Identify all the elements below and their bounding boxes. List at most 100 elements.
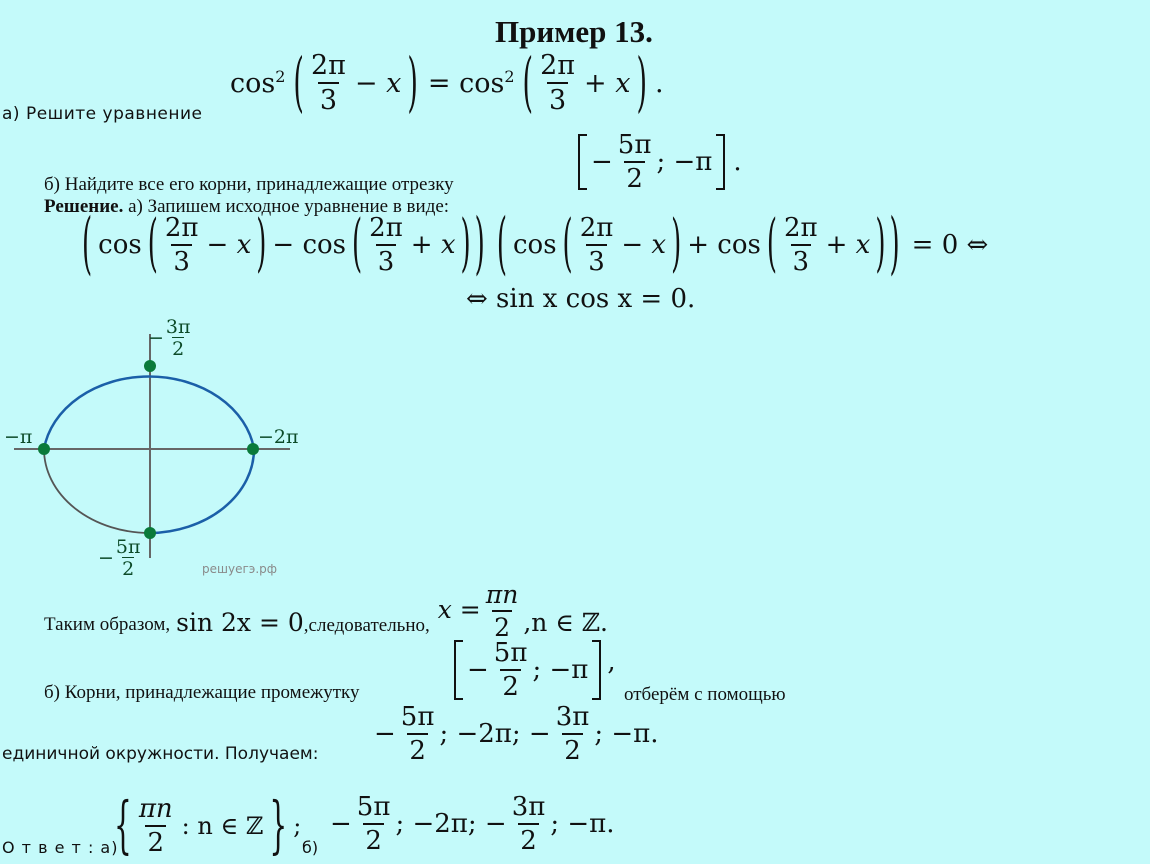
- numerator: 3π: [165, 316, 191, 338]
- denominator: 2: [172, 337, 185, 360]
- numerator: 2π: [369, 213, 403, 243]
- denominator: 3: [586, 244, 607, 275]
- numerator: πn: [138, 794, 173, 824]
- numerator: 2π: [540, 50, 576, 81]
- cos-fn: cos: [230, 67, 276, 99]
- denominator: 2: [407, 733, 428, 764]
- minus-x: − x: [206, 230, 252, 260]
- numerator: 5π: [617, 130, 652, 160]
- plus-x: + x: [410, 230, 456, 260]
- denominator: 2: [492, 610, 512, 640]
- comma: ,: [607, 647, 616, 677]
- paren-close-2: ): [636, 45, 647, 121]
- minus-sign: −: [330, 809, 352, 839]
- conclusion-text: Таким образом,: [44, 614, 171, 635]
- paren-open: (: [352, 209, 363, 281]
- paren-close: ): [671, 209, 682, 281]
- plus-x: + x: [825, 230, 871, 260]
- point-top: [144, 360, 156, 372]
- sin2x-equation: sin 2x = 0: [176, 607, 304, 637]
- numerator: πn: [485, 580, 519, 609]
- minus-sign: −: [148, 327, 164, 349]
- point-left: [38, 443, 50, 455]
- paren-outer-open: (: [82, 206, 93, 284]
- denominator: 2: [363, 823, 384, 854]
- bracket-right: [592, 640, 602, 700]
- circle-svg: [14, 334, 290, 558]
- denominator: 3: [546, 82, 569, 114]
- solution-heading: Решение. а) Запишем исходное уравнение в…: [44, 196, 449, 218]
- denominator: 2: [500, 669, 521, 700]
- numerator: 5π: [400, 702, 435, 732]
- paren-close: ): [256, 209, 267, 281]
- cos-fn: cos: [512, 230, 557, 260]
- denominator: 3: [790, 244, 812, 275]
- numerator: 5π: [493, 638, 528, 668]
- power-2b: 2: [504, 66, 515, 86]
- answer-label: О т в е т : а): [2, 838, 119, 857]
- numerator: 2π: [579, 213, 614, 243]
- minus-sign: −: [591, 147, 613, 177]
- bracket-left: [578, 134, 587, 190]
- period: .: [655, 67, 664, 99]
- minus-x: − x: [621, 230, 667, 260]
- paren-open: (: [562, 209, 573, 281]
- eq-cos: = cos: [427, 67, 505, 99]
- plus-x: + x: [584, 67, 631, 99]
- solution-bold: Решение.: [44, 196, 124, 217]
- denominator: 3: [375, 244, 397, 275]
- roots-end: ; −π.: [594, 719, 659, 749]
- watermark: решуегэ.рф: [202, 562, 278, 576]
- minus-x: − x: [354, 67, 402, 99]
- roots-text-continued: отберём с помощью: [624, 684, 786, 705]
- paren-outer-close-2: ): [889, 206, 900, 284]
- answer-b-label: б): [302, 838, 319, 857]
- roots-text-line2: единичной окружности. Получаем:: [2, 744, 319, 764]
- paren-close: ): [407, 45, 418, 121]
- point-bottom: [144, 527, 156, 539]
- sin-cos-equation: ⇔ sin x cos x = 0.: [466, 284, 696, 314]
- solution-text: а) Запишем исходное уравнение в виде:: [123, 196, 450, 217]
- therefore-text: ,следовательно,: [303, 615, 430, 636]
- arc-lower-left: [43, 448, 151, 534]
- label-minus-2pi: −2π: [258, 426, 299, 448]
- answer-mid: ; −2π; −: [395, 809, 507, 839]
- paren-outer-open-2: (: [496, 206, 507, 284]
- denominator: 2: [145, 825, 167, 856]
- power-2: 2: [275, 66, 286, 86]
- part-b-label: б) Найдите все его корни, принадлежащие …: [44, 174, 454, 195]
- interval-end: ; −π: [532, 655, 589, 685]
- brace-close: }: [269, 788, 288, 862]
- numerator: 2π: [310, 50, 346, 81]
- bracket-right: [716, 134, 726, 190]
- numerator: 2π: [164, 213, 199, 243]
- semicolon: ;: [293, 812, 302, 840]
- answer-end: ; −π.: [550, 809, 615, 839]
- numerator: 5π: [115, 536, 141, 558]
- n-in-z: ,n ∈ ℤ.: [523, 607, 608, 637]
- part-a-label: а) Решите уравнение: [2, 104, 203, 124]
- paren-outer-close: ): [474, 206, 485, 284]
- numerator: 2π: [783, 213, 818, 243]
- paren-open-2: (: [522, 45, 534, 121]
- numerator: 3π: [511, 792, 546, 822]
